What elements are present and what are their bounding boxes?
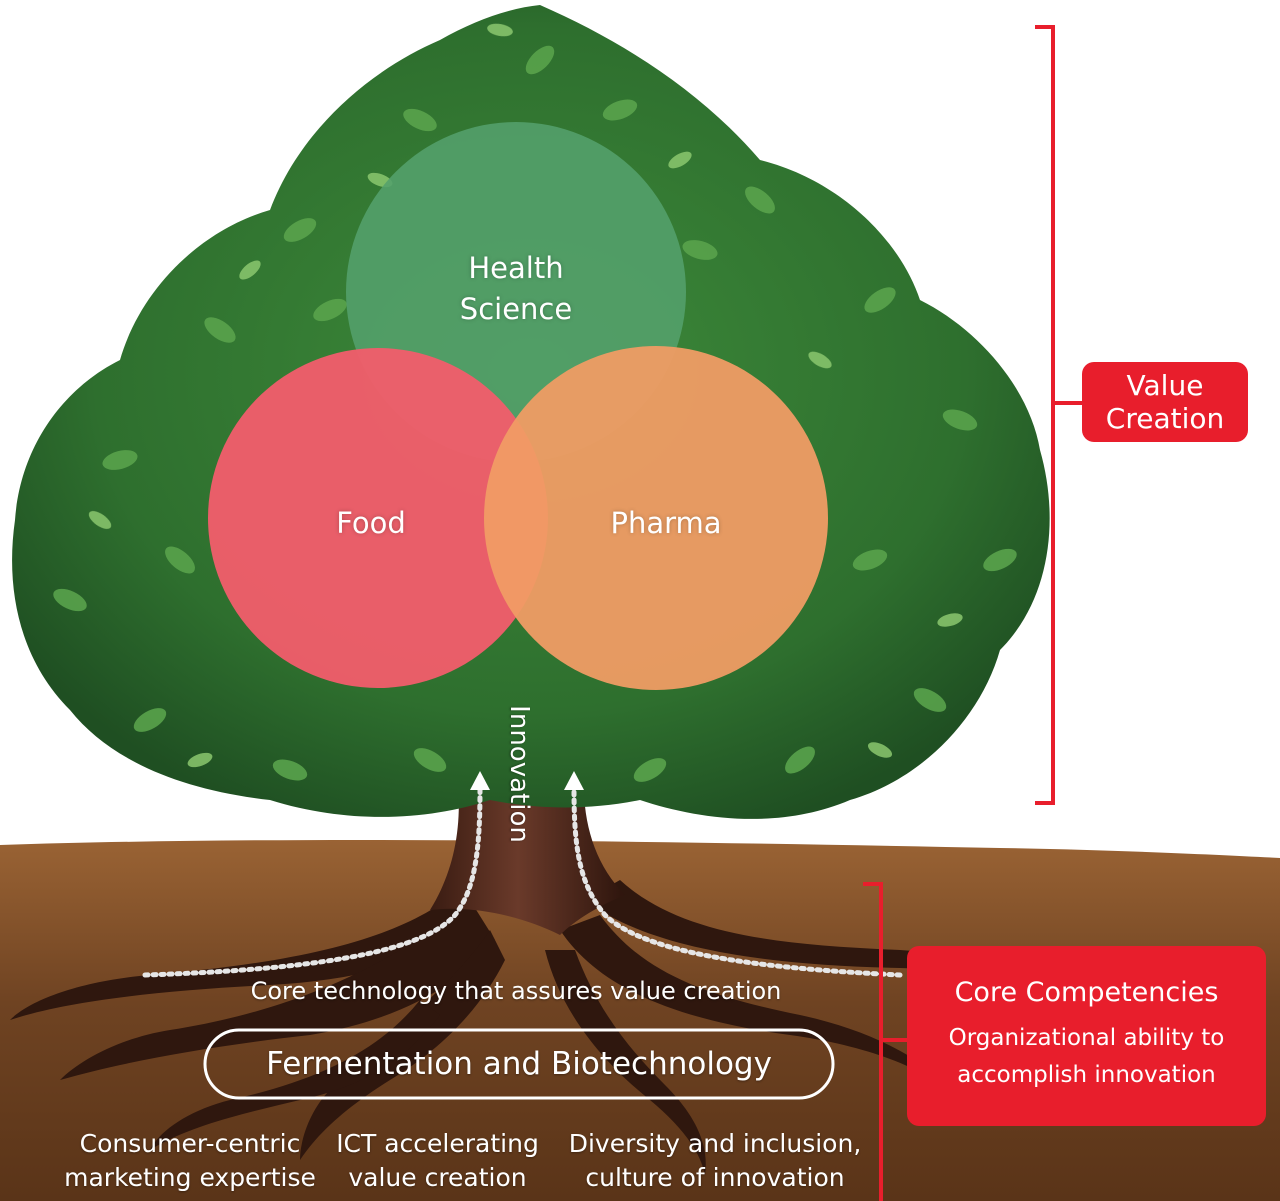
value-creation-line1: Value (1126, 369, 1204, 402)
fermentation-pill-outline (203, 1028, 835, 1100)
core-competencies-badge: Core Competencies Organizational ability… (907, 946, 1266, 1126)
health-science-label: Health Science (416, 248, 616, 330)
foundation-ict-line1: ICT accelerating (336, 1129, 539, 1158)
fermentation-label: Fermentation and Biotechnology (266, 1046, 772, 1082)
health-science-line2: Science (459, 292, 573, 326)
value-creation-bracket (1035, 25, 1055, 805)
core-competencies-title: Core Competencies (954, 977, 1219, 1008)
core-technology-text: Core technology that assures value creat… (250, 977, 782, 1005)
foundation-ict-line2: value creation (348, 1163, 527, 1192)
foundation-item-marketing: Consumer-centric marketing expertise (55, 1127, 325, 1195)
core-competencies-line1: Organizational ability to (948, 1025, 1225, 1051)
innovation-label: Innovation (504, 705, 534, 843)
pharma-circle (484, 346, 828, 690)
innovation-arrow-right-head (564, 771, 584, 790)
foundation-item-diversity: Diversity and inclusion, culture of inno… (560, 1127, 870, 1195)
foundation-marketing-line2: marketing expertise (64, 1163, 316, 1192)
foundation-diversity-line2: culture of innovation (585, 1163, 845, 1192)
food-label: Food (336, 506, 406, 540)
health-science-line1: Health (468, 251, 564, 285)
food-circle (208, 348, 548, 688)
innovation-arrow-right (571, 787, 903, 978)
core-competencies-line2: accomplish innovation (957, 1062, 1216, 1088)
foundation-diversity-line1: Diversity and inclusion, (568, 1129, 862, 1158)
value-creation-line2: Creation (1105, 402, 1225, 435)
pharma-label: Pharma (610, 506, 722, 540)
foundation-marketing-line1: Consumer-centric (79, 1129, 301, 1158)
value-creation-badge: Value Creation (1082, 362, 1248, 442)
innovation-arrow-left-head (470, 771, 490, 790)
foundation-item-ict: ICT accelerating value creation (330, 1127, 545, 1195)
innovation-arrow-left (142, 787, 483, 978)
core-competencies-bracket (863, 882, 883, 1201)
